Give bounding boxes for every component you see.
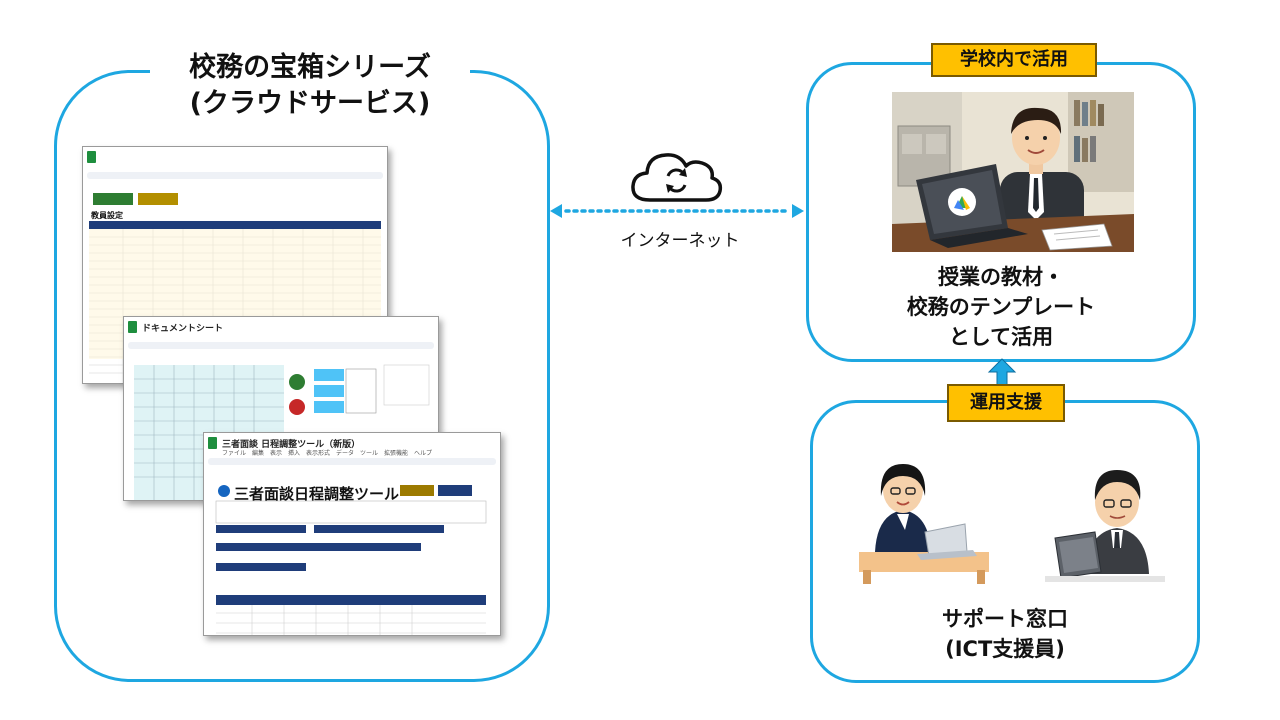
support-tag: 運用支援 <box>947 384 1065 422</box>
bidirectional-dotted-arrow <box>550 204 804 218</box>
sheets-logo-icon <box>128 321 137 333</box>
green-button <box>93 193 133 205</box>
office-worker-illustration <box>892 92 1134 252</box>
title-line-2: (クラウドサービス) <box>189 88 431 119</box>
caption-line-1: 授業の教材・ <box>938 265 1064 289</box>
sheet3-menu: ファイル 編集 表示 挿入 表示形式 データ ツール 拡張機能 ヘルプ <box>222 450 433 457</box>
spreadsheet-thumbnail-3: 三者面談 日程調整ツール（新版） ファイル 編集 表示 挿入 表示形式 データ … <box>203 432 501 636</box>
gold-button <box>138 193 178 205</box>
toolbar <box>128 342 434 349</box>
support-caption: サポート窓口 (ICT支援員) <box>820 604 1190 664</box>
sheet3-grid <box>215 485 487 635</box>
cloud-sync-icon <box>631 153 723 202</box>
cloud-service-title: 校務の宝箱シリーズ (クラウドサービス) <box>150 50 470 122</box>
support-caption-line-1: サポート窓口 <box>942 607 1068 631</box>
support-caption-line-2: (ICT支援員) <box>945 637 1065 661</box>
school-use-caption: 授業の教材・ 校務のテンプレート として活用 <box>820 262 1182 352</box>
sheets-logo-icon <box>87 151 96 163</box>
school-use-tag: 学校内で活用 <box>931 43 1097 77</box>
caption-line-2: 校務のテンプレート <box>906 295 1096 319</box>
caption-line-3: として活用 <box>948 325 1054 349</box>
sheet2-title: ドキュメントシート <box>142 324 224 334</box>
support-staff-illustration <box>859 464 1165 584</box>
title-line-1: 校務の宝箱シリーズ <box>189 52 431 83</box>
status-dot-icon <box>218 485 230 497</box>
internet-label: インターネット <box>620 231 740 251</box>
sheet3-title: 三者面談 日程調整ツール（新版） <box>222 440 361 450</box>
sheet3-heading: 三者面談日程調整ツール <box>234 485 400 503</box>
toolbar <box>208 458 496 465</box>
sheets-logo-icon <box>208 437 217 449</box>
sheet1-subtitle: 教員設定 <box>91 211 123 220</box>
toolbar <box>87 172 383 179</box>
